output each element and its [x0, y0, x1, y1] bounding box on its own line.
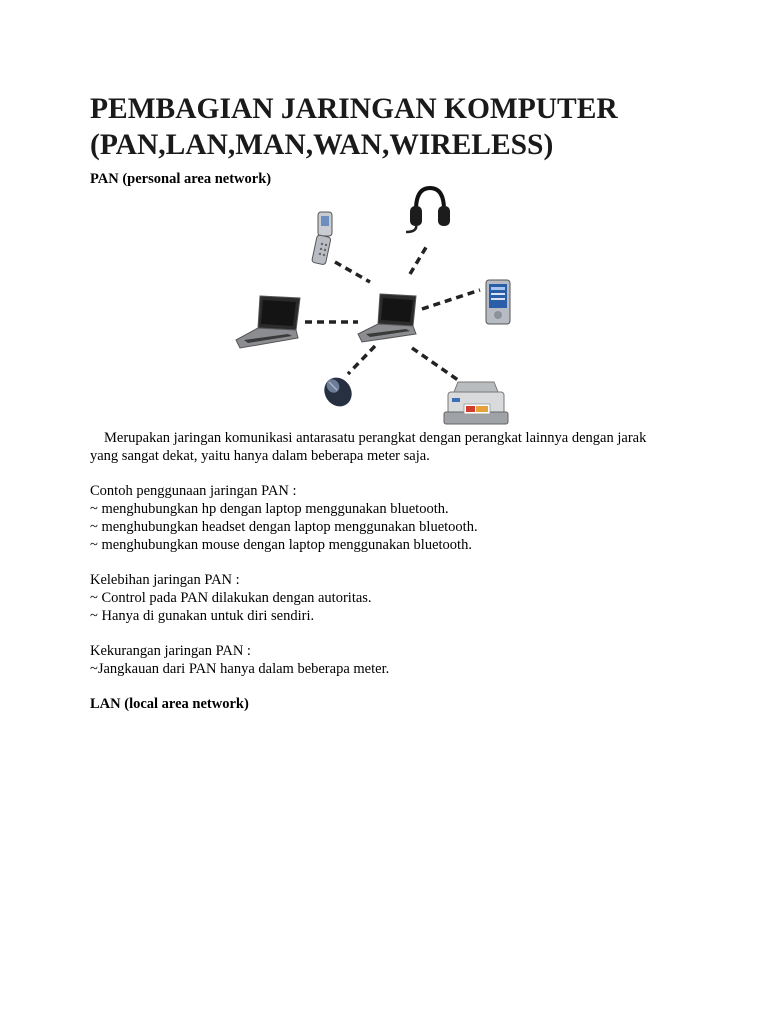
list-item: ~Jangkauan dari PAN hanya dalam beberapa… [90, 661, 390, 677]
pan-examples: Contoh penggunaan jaringan PAN : ~ mengh… [90, 482, 690, 554]
laptop-icon-center [357, 293, 417, 343]
pan-description-line-1: Merupakan jaringan komunikasi antarasatu… [104, 430, 647, 446]
pan-examples-heading: Contoh penggunaan jaringan PAN : [90, 483, 297, 499]
page-title-line-1: PEMBAGIAN JARINGAN KOMPUTER [90, 93, 618, 125]
list-item: ~ Hanya di gunakan untuk diri sendiri. [90, 608, 315, 624]
mouse-icon [324, 377, 352, 407]
network-links [305, 243, 481, 382]
phone-icon [311, 211, 333, 265]
pan-advantages-heading: Kelebihan jaringan PAN : [90, 572, 240, 588]
link-printer [411, 346, 459, 382]
list-item: ~ menghubungkan headset dengan laptop me… [90, 519, 478, 535]
pan-heading: PAN (personal area network) [90, 171, 272, 187]
list-item: ~ menghubungkan hp dengan laptop menggun… [90, 501, 449, 517]
pda-icon [485, 279, 511, 325]
pan-disadvantages: Kekurangan jaringan PAN : ~Jangkauan dar… [90, 642, 690, 678]
laptop-icon-left [235, 295, 301, 349]
headset-icon [405, 185, 450, 234]
pan-description-line-2: yang sangat dekat, yaitu hanya dalam beb… [90, 448, 430, 464]
link-headset [408, 243, 430, 275]
printer-icon [443, 381, 509, 425]
list-item: ~ menghubungkan mouse dengan laptop meng… [90, 537, 472, 553]
link-phone [334, 260, 371, 284]
link-pda [421, 288, 481, 311]
page-title: PEMBAGIAN JARINGAN KOMPUTER (PAN,LAN,MAN… [90, 91, 690, 163]
page-title-line-2: (PAN,LAN,MAN,WAN,WIRELESS) [90, 129, 554, 161]
pan-advantages: Kelebihan jaringan PAN : ~ Control pada … [90, 571, 690, 625]
pan-disadvantages-heading: Kekurangan jaringan PAN : [90, 643, 251, 659]
list-item: ~ Control pada PAN dilakukan dengan auto… [90, 590, 372, 606]
link-mouse [346, 344, 377, 376]
lan-heading: LAN (local area network) [90, 696, 249, 712]
pan-network-diagram [235, 185, 511, 425]
pan-description: Merupakan jaringan komunikasi antarasatu… [90, 429, 690, 465]
